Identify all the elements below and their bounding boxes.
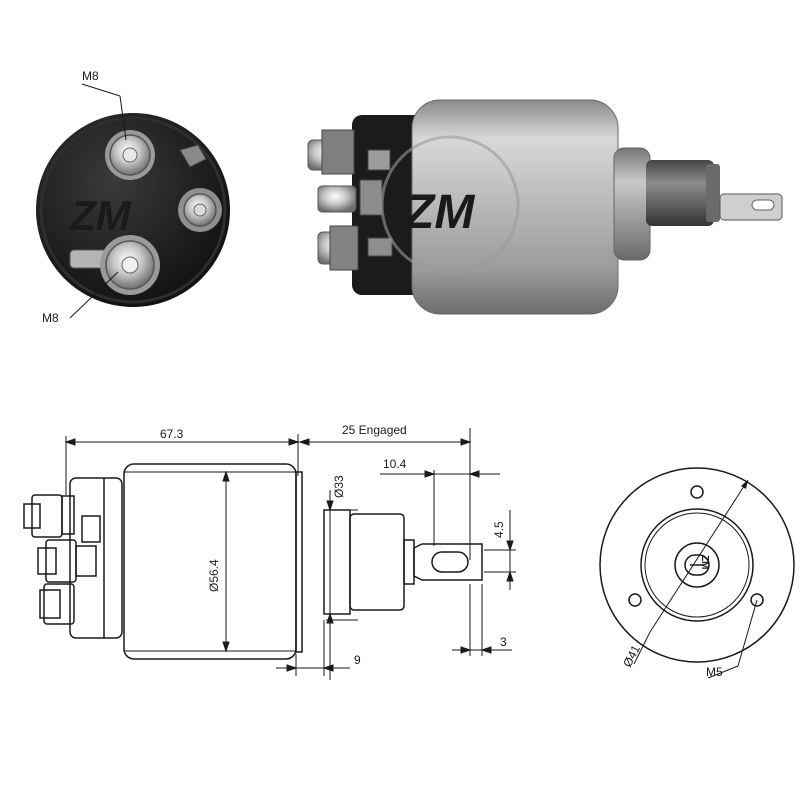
- plunger-eye-outline: [413, 543, 483, 581]
- side-dimensions: [64, 428, 516, 680]
- slot-width-label: 4.5: [492, 521, 506, 538]
- leader-top: [81, 83, 121, 97]
- tip-label: 3: [500, 635, 507, 649]
- end-cap-rim: [39, 116, 227, 304]
- body-watermark: ZM: [403, 186, 475, 239]
- cap-outline: [69, 477, 123, 639]
- body-diameter-label: Ø56.4: [207, 559, 221, 592]
- nose-outline: [323, 509, 351, 615]
- plunger-face: [706, 164, 720, 222]
- side-terminal: [178, 188, 222, 232]
- flange-label: 9: [354, 653, 361, 667]
- nose-collar: [613, 147, 651, 261]
- stamp-label: ZM: [699, 555, 710, 569]
- leader-bottom: [69, 271, 119, 319]
- length-label: 67.3: [160, 427, 184, 441]
- end-inner-circle: [674, 542, 720, 588]
- thread-label: M5: [706, 665, 723, 679]
- side-view-photo: ZM: [307, 99, 783, 315]
- watermark-logo: ZM: [69, 192, 132, 239]
- small-terminal-tab: [179, 144, 207, 168]
- side-drawing: [23, 463, 483, 660]
- end-view-photo: ZM M8 M8: [36, 69, 230, 325]
- bolt-circle-label: Ø41: [620, 643, 643, 670]
- top-terminal: [105, 130, 155, 180]
- terminal-bottom-label: M8: [42, 311, 59, 325]
- terminal-top-label: M8: [82, 69, 99, 83]
- mount-hole-right: [750, 593, 764, 607]
- leader-top-2: [119, 95, 127, 141]
- end-drawing: [599, 467, 795, 679]
- mount-hole-top: [690, 485, 704, 499]
- nose-diameter-label: Ø33: [332, 475, 346, 498]
- end-outer-circle: [599, 467, 795, 663]
- offset-label: 10.4: [383, 457, 407, 471]
- watermark-ring: [380, 135, 520, 275]
- mount-hole-left: [628, 593, 642, 607]
- stroke-label: 25 Engaged: [342, 423, 407, 437]
- plunger: [646, 160, 714, 226]
- bottom-terminal: [69, 235, 160, 295]
